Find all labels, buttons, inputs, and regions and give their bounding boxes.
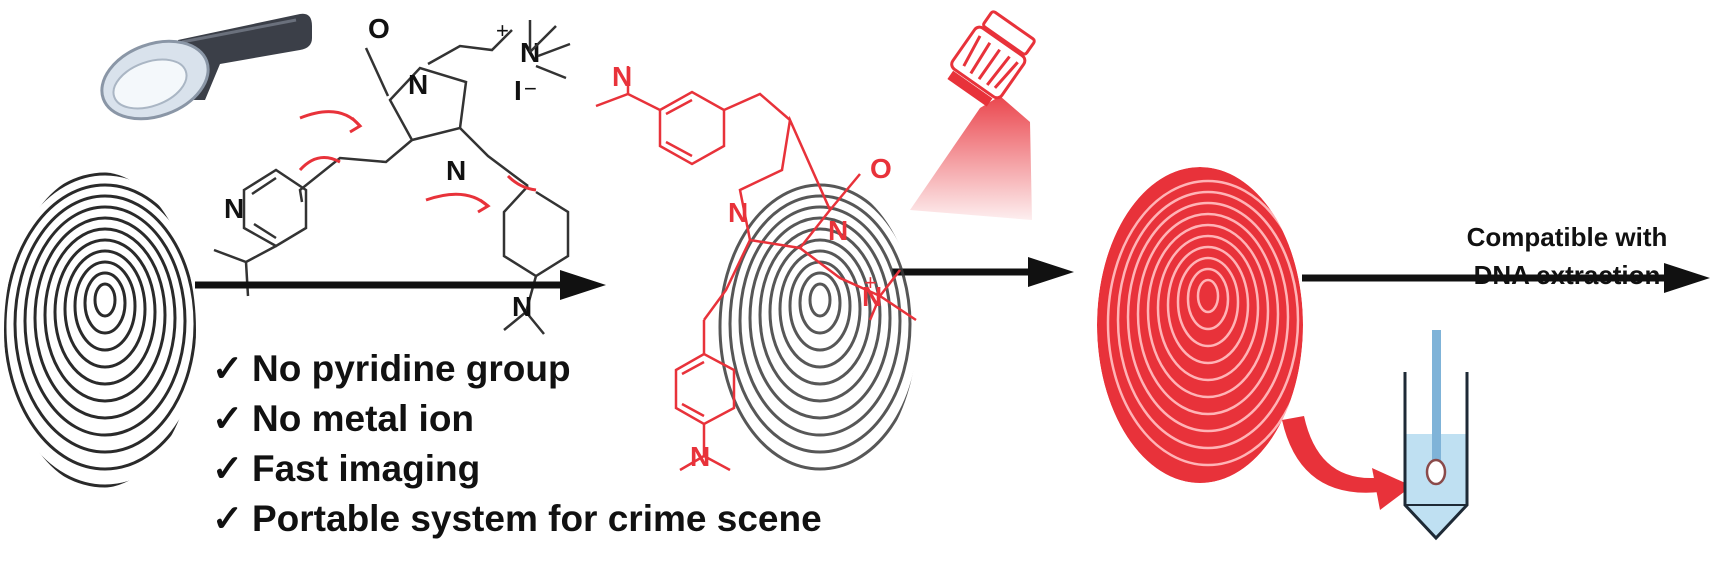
benefit-item: ✓Fast imaging bbox=[212, 444, 822, 494]
step-arrow-1 bbox=[195, 270, 606, 300]
benefit-text: Fast imaging bbox=[252, 448, 481, 489]
molecule-labels-gray: O N N N N N + I − bbox=[224, 13, 540, 322]
check-icon: ✓ bbox=[212, 498, 244, 539]
svg-text:N: N bbox=[862, 281, 882, 312]
fingerprint-gray-icon bbox=[4, 172, 196, 488]
svg-text:N: N bbox=[446, 155, 466, 186]
molecule-labels-red: N O N N N + N bbox=[612, 61, 892, 472]
svg-text:I: I bbox=[514, 75, 522, 106]
svg-text:N: N bbox=[828, 215, 848, 246]
curved-arrow-icon bbox=[1282, 416, 1412, 510]
molecule-rotation-arrows bbox=[298, 110, 537, 214]
uv-flashlight-icon bbox=[100, 13, 312, 121]
benefit-text: Portable system for crime scene bbox=[252, 498, 822, 539]
benefit-text: No pyridine group bbox=[252, 348, 571, 389]
svg-text:N: N bbox=[512, 291, 532, 322]
check-icon: ✓ bbox=[212, 348, 244, 389]
step-arrow-2 bbox=[892, 257, 1074, 287]
quaternary-ammonium-methyls bbox=[528, 20, 571, 80]
molecule-structure-gray bbox=[213, 29, 570, 335]
svg-text:N: N bbox=[224, 193, 244, 224]
check-icon: ✓ bbox=[212, 448, 244, 489]
benefit-item: ✓No metal ion bbox=[212, 394, 822, 444]
dna-compatibility-label: Compatible with DNA extraction bbox=[1432, 218, 1702, 294]
svg-text:O: O bbox=[368, 13, 390, 44]
compat-line-1: Compatible with bbox=[1466, 222, 1668, 252]
benefit-item: ✓Portable system for crime scene bbox=[212, 494, 822, 544]
molecule-structure-red bbox=[595, 66, 917, 472]
fingerprint-red-icon bbox=[1097, 167, 1303, 483]
svg-text:N: N bbox=[728, 197, 748, 228]
step-arrow-3 bbox=[1302, 263, 1710, 293]
svg-text:N: N bbox=[690, 441, 710, 472]
svg-text:+: + bbox=[864, 270, 877, 295]
svg-text:+: + bbox=[496, 18, 509, 43]
svg-text:N: N bbox=[612, 61, 632, 92]
benefit-text: No metal ion bbox=[252, 398, 475, 439]
svg-text:−: − bbox=[524, 76, 537, 101]
svg-text:N: N bbox=[408, 69, 428, 100]
compat-line-2: DNA extraction bbox=[1473, 260, 1661, 290]
tube-icon bbox=[1403, 330, 1469, 541]
svg-text:N: N bbox=[520, 37, 540, 68]
fingerprint-stained-icon bbox=[713, 178, 917, 482]
svg-text:O: O bbox=[870, 153, 892, 184]
check-icon: ✓ bbox=[212, 398, 244, 439]
benefit-list: ✓No pyridine group ✓No metal ion ✓Fast i… bbox=[212, 344, 822, 544]
red-lamp-icon bbox=[910, 10, 1036, 220]
benefit-item: ✓No pyridine group bbox=[212, 344, 822, 394]
